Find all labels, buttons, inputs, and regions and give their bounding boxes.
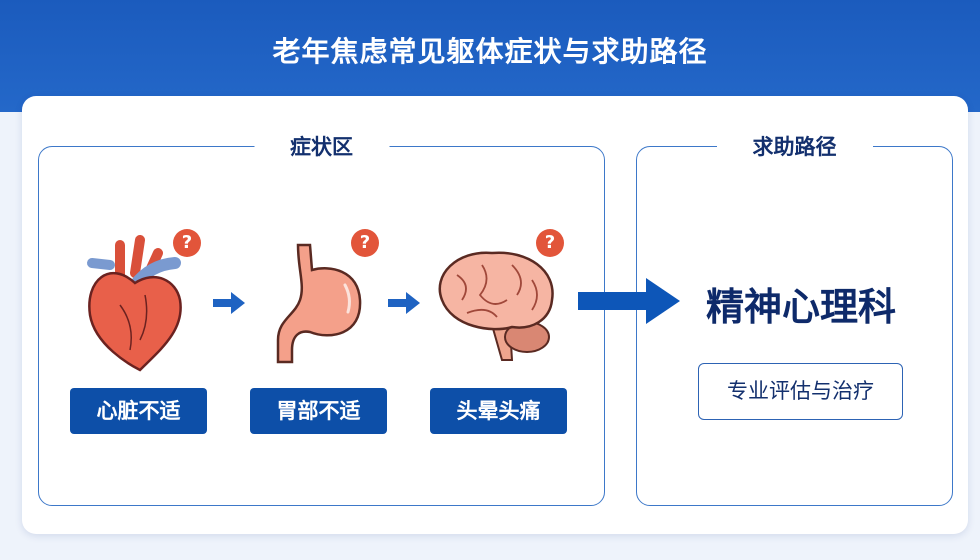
symptom-label-dizziness: 头晕头痛 xyxy=(430,388,567,434)
help-panel: 求助路径 xyxy=(636,131,953,506)
heart-icon xyxy=(87,235,182,372)
department-name: 精神心理科 xyxy=(705,285,896,329)
help-panel-title: 求助路径 xyxy=(716,131,873,161)
brain-icon xyxy=(438,251,554,361)
arrow-right-icon xyxy=(213,292,245,314)
page-title: 老年焦虑常见躯体症状与求助路径 xyxy=(272,35,708,68)
question-badge-icon: ? xyxy=(351,229,379,257)
question-badge-icon: ? xyxy=(173,229,201,257)
arrow-right-icon xyxy=(388,292,420,314)
big-arrow-right-icon xyxy=(578,278,680,324)
symptom-label-stomach: 胃部不适 xyxy=(250,388,387,434)
header-banner xyxy=(0,0,980,112)
service-box: 专业评估与治疗 xyxy=(698,363,903,420)
symptom-label-heart: 心脏不适 xyxy=(70,388,207,434)
stomach-icon xyxy=(276,243,362,364)
symptom-panel-title: 症状区 xyxy=(254,131,389,161)
symptom-panel: 症状区 xyxy=(38,131,605,506)
question-badge-icon: ? xyxy=(536,229,564,257)
